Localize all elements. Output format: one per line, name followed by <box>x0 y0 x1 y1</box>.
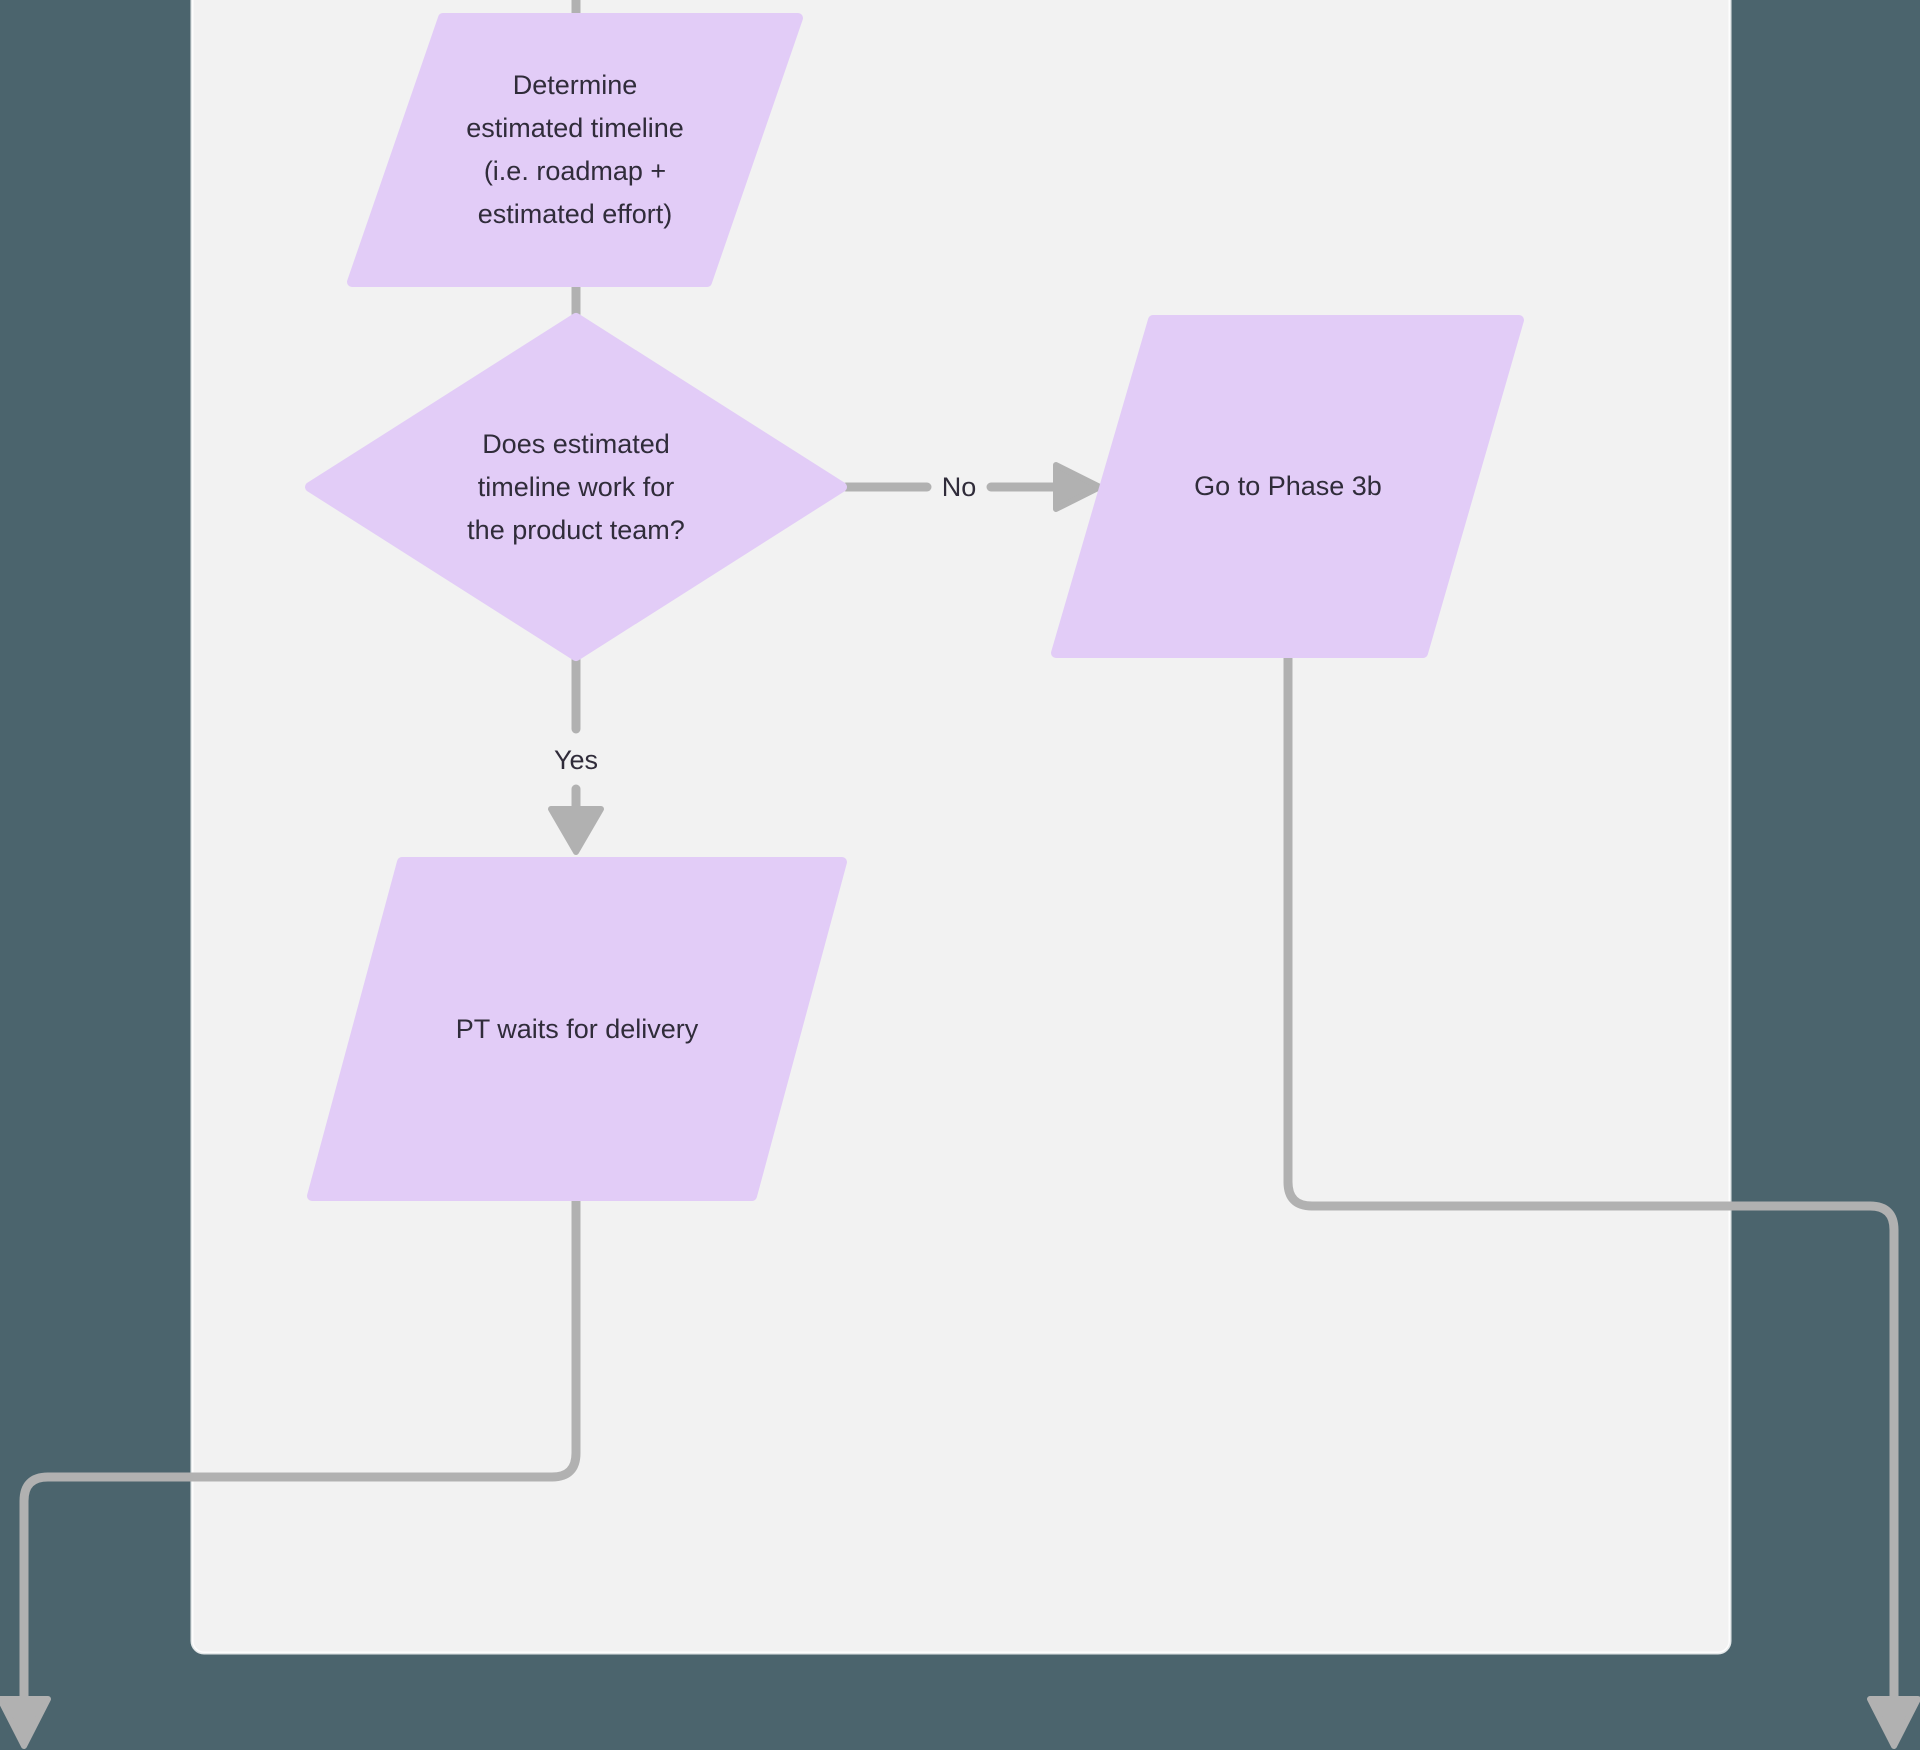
node-pt-waits-for-delivery[interactable] <box>307 857 847 1201</box>
node-go-to-phase-3b[interactable] <box>1051 315 1524 658</box>
connector-yes-branch[interactable] <box>548 655 604 855</box>
arrowhead-down-icon <box>1867 1696 1920 1749</box>
connector-ptwaits-exit-bottom-left[interactable] <box>0 1194 581 1749</box>
arrowhead-down-icon <box>548 806 604 855</box>
node-decision-timeline-works[interactable] <box>305 313 847 661</box>
connector-segment <box>1283 651 1899 1705</box>
connector-segment <box>19 1194 581 1705</box>
connector-phase3b-exit-bottom-right[interactable] <box>1283 651 1920 1749</box>
node-determine-timeline[interactable] <box>347 13 803 287</box>
arrowhead-down-icon <box>0 1696 51 1749</box>
connector-no-branch[interactable] <box>841 462 1103 512</box>
arrowhead-right-icon <box>1053 462 1103 512</box>
